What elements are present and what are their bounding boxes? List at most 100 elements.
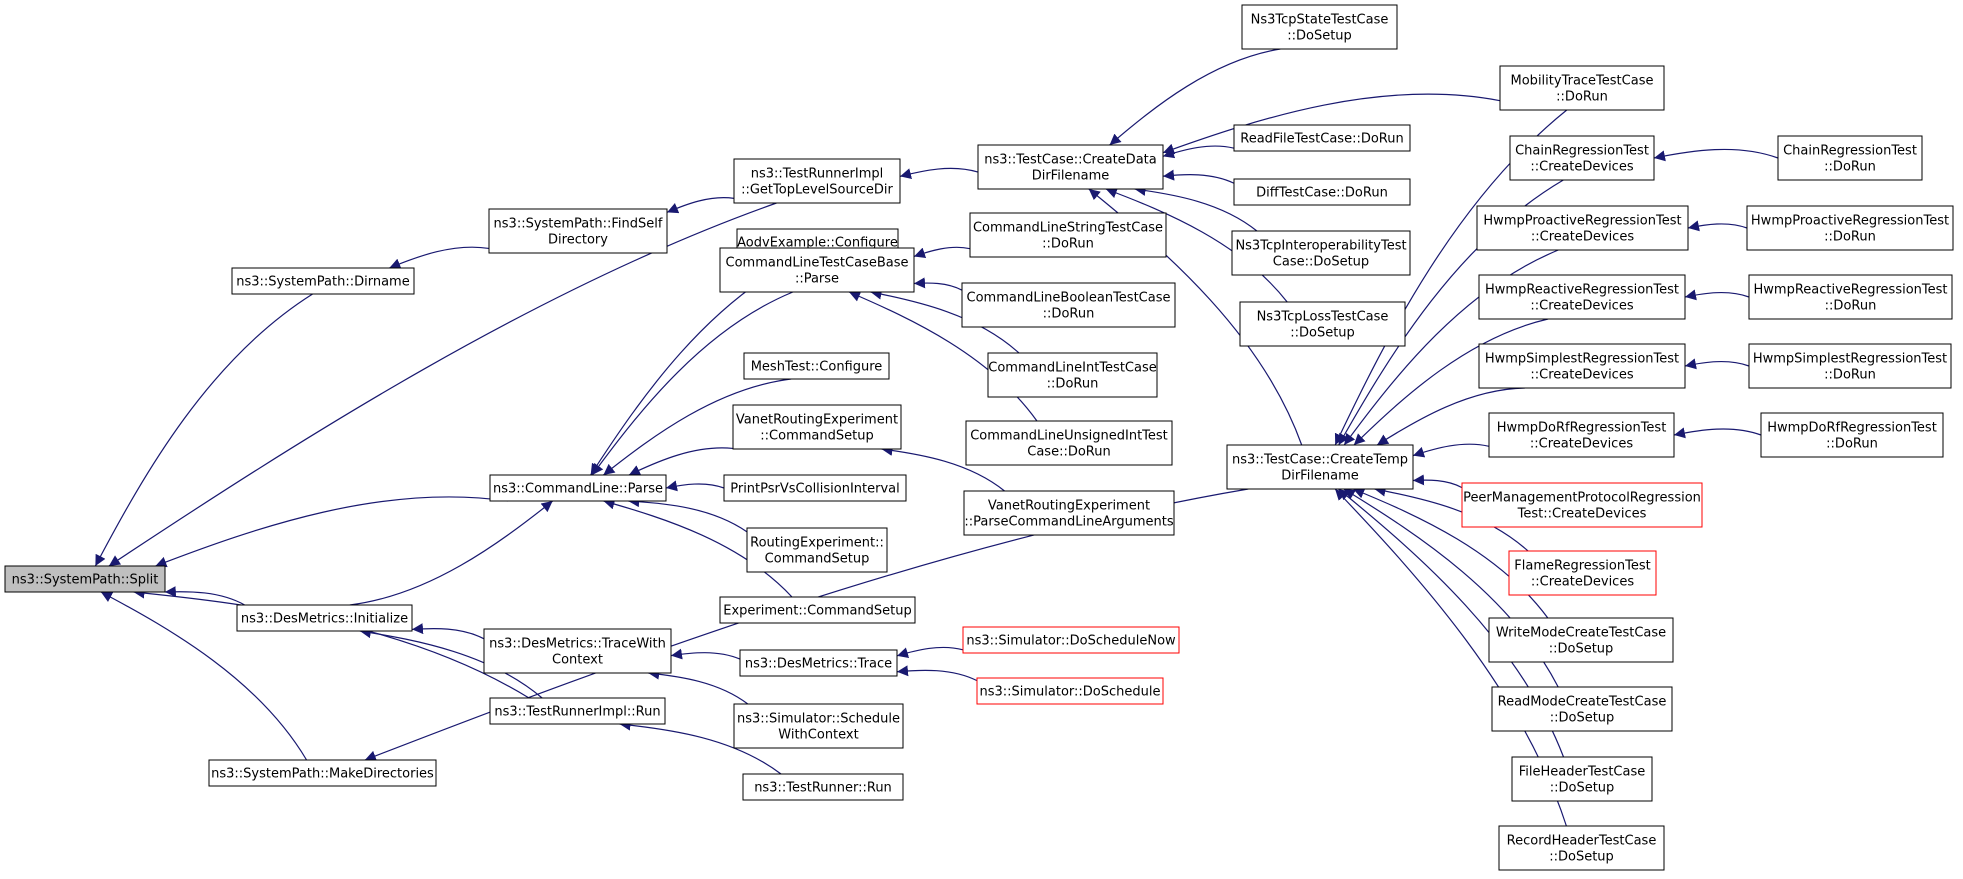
node-box-cmdparse[interactable] (489, 474, 667, 502)
node-box-findself[interactable] (488, 208, 668, 254)
node-trrun[interactable]: ns3::TestRunner::Run (742, 773, 904, 801)
node-box-cltcbparse[interactable] (719, 247, 915, 293)
node-box-destrace[interactable] (739, 649, 898, 677)
node-box-hwsimpcd[interactable] (1478, 343, 1686, 389)
node-box-schedwith[interactable] (733, 703, 904, 749)
node-peermgmt[interactable]: PeerManagementProtocolRegressionTest::Cr… (1461, 482, 1703, 528)
node-clint[interactable]: CommandLineIntTestCase::DoRun (987, 352, 1158, 398)
node-hwdorfcd[interactable]: HwmpDoRfRegressionTest::CreateDevices (1488, 412, 1675, 458)
node-hwproactrun[interactable]: HwmpProactiveRegressionTest::DoRun (1746, 205, 1954, 251)
node-difftest[interactable]: DiffTestCase::DoRun (1233, 178, 1411, 206)
node-box-readfile[interactable] (1233, 124, 1411, 152)
node-hwreactrun[interactable]: HwmpReactiveRegressionTest::DoRun (1748, 274, 1953, 320)
node-routingexp[interactable]: RoutingExperiment::CommandSetup (746, 527, 888, 573)
node-tcpstate[interactable]: Ns3TcpStateTestCase::DoSetup (1241, 4, 1398, 50)
node-flame[interactable]: FlameRegressionTest::CreateDevices (1508, 550, 1657, 596)
node-box-hwreactcd[interactable] (1478, 274, 1686, 320)
node-box-recordheader[interactable] (1498, 825, 1665, 871)
node-box-chaincd[interactable] (1509, 135, 1655, 181)
node-box-mobility[interactable] (1499, 65, 1665, 111)
node-writemode[interactable]: WriteModeCreateTestCase::DoSetup (1488, 617, 1674, 663)
node-recordheader[interactable]: RecordHeaderTestCase::DoSetup (1498, 825, 1665, 871)
node-destrace[interactable]: ns3::DesMetrics::Trace (739, 649, 898, 677)
node-box-readmode[interactable] (1491, 686, 1673, 732)
node-tcploss[interactable]: Ns3TcpLossTestCase::DoSetup (1239, 301, 1406, 347)
node-dosched[interactable]: ns3::Simulator::DoSchedule (976, 677, 1164, 705)
node-box-tcpinterop[interactable] (1231, 230, 1411, 276)
node-box-vanetparse[interactable] (963, 490, 1175, 536)
node-hwreactcd[interactable]: HwmpReactiveRegressionTest::CreateDevice… (1478, 274, 1686, 320)
node-box-makedirs[interactable] (208, 759, 437, 787)
node-meshtest[interactable]: MeshTest::Configure (743, 352, 890, 380)
node-box-tcploss[interactable] (1239, 301, 1406, 347)
node-gettoplevel[interactable]: ns3::TestRunnerImpl::GetTopLevelSourceDi… (733, 158, 901, 204)
node-desinit[interactable]: ns3::DesMetrics::Initialize (236, 604, 413, 632)
node-box-gettoplevel[interactable] (733, 158, 901, 204)
node-hwproactcd[interactable]: HwmpProactiveRegressionTest::CreateDevic… (1476, 205, 1689, 251)
node-expcmd[interactable]: Experiment::CommandSetup (719, 596, 916, 624)
node-box-chainrun[interactable] (1777, 135, 1923, 181)
node-box-cluint[interactable] (965, 420, 1173, 466)
node-split[interactable]: ns3::SystemPath::Split (4, 565, 166, 593)
node-box-hwsimprun[interactable] (1748, 343, 1952, 389)
node-clbool[interactable]: CommandLineBooleanTestCase::DoRun (961, 282, 1176, 328)
node-box-dirname[interactable] (231, 267, 415, 295)
node-box-printpsr[interactable] (723, 474, 907, 502)
node-clstring[interactable]: CommandLineStringTestCase::DoRun (969, 212, 1167, 258)
node-chainrun[interactable]: ChainRegressionTest::DoRun (1777, 135, 1923, 181)
node-box-dosched[interactable] (976, 677, 1164, 705)
node-box-desinit[interactable] (236, 604, 413, 632)
node-box-hwproactrun[interactable] (1746, 205, 1954, 251)
node-box-peermgmt[interactable] (1461, 482, 1703, 528)
node-readfile[interactable]: ReadFileTestCase::DoRun (1233, 124, 1411, 152)
node-hwdorfrun[interactable]: HwmpDoRfRegressionTest::DoRun (1760, 412, 1944, 458)
node-box-createtemp[interactable] (1226, 444, 1414, 490)
node-box-clint[interactable] (987, 352, 1158, 398)
node-hwsimpcd[interactable]: HwmpSimplestRegressionTest::CreateDevice… (1478, 343, 1686, 389)
node-box-trrun[interactable] (742, 773, 904, 801)
node-doschednow[interactable]: ns3::Simulator::DoScheduleNow (962, 626, 1180, 654)
node-box-routingexp[interactable] (746, 527, 888, 573)
node-box-hwdorfcd[interactable] (1488, 412, 1675, 458)
node-label-hwproactrun-line-1: ::DoRun (1824, 230, 1876, 245)
node-box-createdata[interactable] (977, 144, 1164, 190)
node-box-destracewith[interactable] (483, 628, 672, 674)
node-box-hwproactcd[interactable] (1476, 205, 1689, 251)
node-hwsimprun[interactable]: HwmpSimplestRegressionTest::DoRun (1748, 343, 1952, 389)
node-box-tcpstate[interactable] (1241, 4, 1398, 50)
node-box-split[interactable] (4, 565, 166, 593)
node-printpsr[interactable]: PrintPsrVsCollisionInterval (723, 474, 907, 502)
node-chaincd[interactable]: ChainRegressionTest::CreateDevices (1509, 135, 1655, 181)
node-box-vanetcmd[interactable] (732, 404, 902, 450)
node-fileheader[interactable]: FileHeaderTestCase::DoSetup (1511, 756, 1653, 802)
node-trimplrun[interactable]: ns3::TestRunnerImpl::Run (489, 697, 666, 725)
node-dirname[interactable]: ns3::SystemPath::Dirname (231, 267, 415, 295)
node-box-doschednow[interactable] (962, 626, 1180, 654)
node-box-writemode[interactable] (1488, 617, 1674, 663)
node-box-clbool[interactable] (961, 282, 1176, 328)
node-box-trimplrun[interactable] (489, 697, 666, 725)
node-cltcbparse[interactable]: CommandLineTestCaseBase::Parse (719, 247, 915, 293)
node-box-hwdorfrun[interactable] (1760, 412, 1944, 458)
node-box-clstring[interactable] (969, 212, 1167, 258)
node-box-difftest[interactable] (1233, 178, 1411, 206)
node-vanetcmd[interactable]: VanetRoutingExperiment::CommandSetup (732, 404, 902, 450)
node-box-hwreactrun[interactable] (1748, 274, 1953, 320)
node-vanetparse[interactable]: VanetRoutingExperiment::ParseCommandLine… (963, 490, 1175, 536)
node-readmode[interactable]: ReadModeCreateTestCase::DoSetup (1491, 686, 1673, 732)
node-mobility[interactable]: MobilityTraceTestCase::DoRun (1499, 65, 1665, 111)
node-cmdparse[interactable]: ns3::CommandLine::Parse (489, 474, 667, 502)
node-box-expcmd[interactable] (719, 596, 916, 624)
node-box-fileheader[interactable] (1511, 756, 1653, 802)
node-makedirs[interactable]: ns3::SystemPath::MakeDirectories (208, 759, 437, 787)
node-box-flame[interactable] (1508, 550, 1657, 596)
node-label-doschednow-line-0: ns3::Simulator::DoScheduleNow (966, 634, 1176, 649)
node-box-meshtest[interactable] (743, 352, 890, 380)
